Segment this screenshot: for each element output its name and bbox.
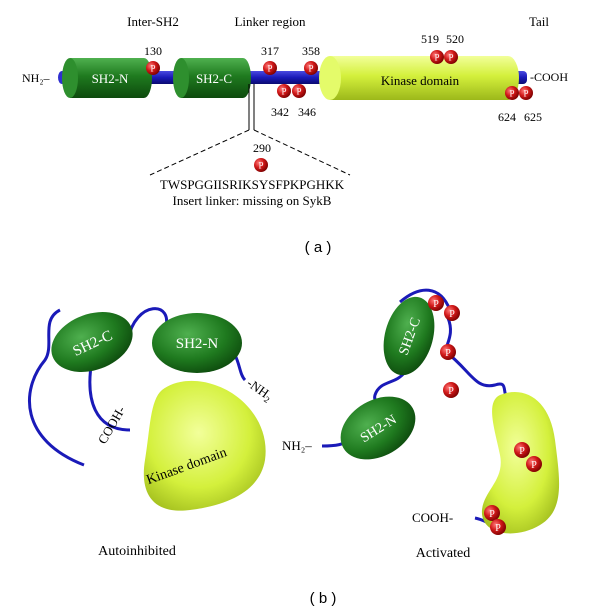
svg-text:P: P [433, 299, 439, 310]
svg-text:P: P [150, 64, 155, 74]
label-linker-region: Linker region [234, 14, 306, 29]
act-phospho-6: P [526, 456, 542, 472]
svg-text:P: P [523, 89, 528, 99]
act-phospho-2: P [444, 305, 460, 321]
site-625: 625 [524, 110, 542, 124]
sh2-n-domain: SH2-N [62, 58, 152, 98]
svg-text:P: P [267, 64, 272, 74]
act-sh2-n: SH2-N [340, 396, 416, 460]
auto-sh2-c: SH2-C [51, 312, 133, 372]
auto-chain-nterm [233, 354, 247, 382]
act-sh2-c: SH2-C [383, 296, 435, 376]
svg-text:P: P [281, 87, 286, 97]
site-342: 342 [271, 105, 289, 119]
phospho-358: P [304, 61, 318, 75]
site-358: 358 [302, 44, 320, 58]
act-phospho-4: P [443, 382, 459, 398]
act-kinase [481, 392, 560, 534]
svg-text:P: P [449, 309, 455, 320]
site-624: 624 [498, 110, 516, 124]
act-phospho-5: P [514, 442, 530, 458]
act-phospho-3: P [440, 344, 456, 360]
c-terminus-label: -COOH [530, 70, 568, 84]
state-activated: Activated [416, 546, 470, 561]
panel-b-activated: SH2-C SH2-N P P P P P P P P NH₂– COOH- A… [282, 288, 560, 561]
svg-text:P: P [434, 53, 439, 63]
caption-b: ( b ) [310, 590, 337, 607]
kinase-domain-label: Kinase domain [381, 73, 460, 88]
insert-sequence: TWSPGGIISRIKSYSFPKPGHKK [160, 177, 345, 192]
svg-text:P: P [448, 53, 453, 63]
site-520: 520 [446, 32, 464, 46]
svg-text:P: P [258, 161, 263, 171]
auto-sh2-n-label: SH2-N [176, 336, 219, 352]
sh2-n-label: SH2-N [92, 71, 129, 86]
site-317: 317 [261, 44, 279, 58]
site-290: 290 [253, 141, 271, 155]
act-chain-top [399, 288, 452, 311]
auto-chain-left [27, 308, 85, 467]
site-346: 346 [298, 105, 316, 119]
state-autoinhibited: Autoinhibited [98, 544, 176, 559]
svg-text:P: P [296, 87, 301, 97]
phospho-624: P [505, 86, 519, 100]
svg-text:P: P [448, 386, 454, 397]
kinase-domain: Kinase domain [319, 56, 519, 100]
phospho-130: P [146, 61, 160, 75]
act-phospho-8: P [490, 519, 506, 535]
phospho-519: P [430, 50, 444, 64]
act-nh2-label: NH₂– [282, 438, 312, 453]
svg-text:P: P [519, 446, 525, 457]
insert-linker-zoom [149, 84, 351, 176]
svg-text:P: P [531, 460, 537, 471]
svg-text:P: P [489, 509, 495, 520]
act-cooh-label: COOH- [412, 510, 453, 525]
svg-text:P: P [445, 348, 451, 359]
phospho-317: P [263, 61, 277, 75]
n-terminus-label: NH₂– [22, 71, 51, 85]
caption-a: ( a ) [305, 239, 332, 256]
auto-chain-inner [88, 359, 131, 432]
auto-sh2-n: SH2-N [152, 313, 242, 373]
svg-text:P: P [308, 64, 313, 74]
insert-note: Insert linker: missing on SykB [173, 193, 332, 208]
label-tail: Tail [529, 14, 549, 29]
phospho-342: P [277, 84, 291, 98]
svg-text:P: P [509, 89, 514, 99]
auto-nh2-label: -NH2 [243, 375, 275, 405]
phospho-520: P [444, 50, 458, 64]
act-phospho-1: P [428, 295, 444, 311]
site-519: 519 [421, 32, 439, 46]
site-130: 130 [144, 44, 162, 58]
act-phospho-7: P [484, 505, 500, 521]
auto-kinase: Kinase domain [143, 380, 266, 511]
sh2-c-label: SH2-C [196, 71, 232, 86]
label-inter-sh2: Inter-SH2 [127, 14, 179, 29]
phospho-290: P [254, 158, 268, 172]
auto-cooh-label: COOH- [95, 403, 129, 446]
svg-text:P: P [495, 523, 501, 534]
panel-b-autoinhibited: SH2-C SH2-N Kinase domain -NH2 COOH- Aut… [27, 307, 275, 559]
phospho-625: P [519, 86, 533, 100]
panel-a: Inter-SH2 Linker region Tail NH₂– -COOH … [22, 14, 568, 256]
sh2-c-domain: SH2-C [173, 58, 251, 98]
phospho-346: P [292, 84, 306, 98]
